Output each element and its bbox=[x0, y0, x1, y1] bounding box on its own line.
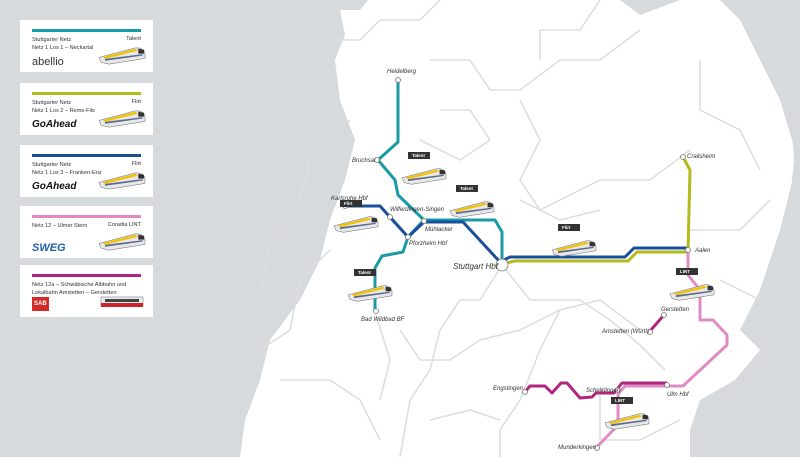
route-los2-olive bbox=[501, 156, 692, 266]
train-tag bbox=[354, 269, 376, 276]
label-gerstetten: Gerstetten bbox=[661, 307, 690, 313]
train-icon: Talent bbox=[401, 152, 447, 185]
legend-title: Netz 12 – Ulmer Stern bbox=[32, 223, 88, 229]
outside-area bbox=[720, 0, 800, 457]
train-type: Coradia LINT bbox=[107, 222, 141, 228]
train-image bbox=[100, 296, 144, 307]
label-wilferdingen: Wilferdingen-Singen bbox=[390, 207, 445, 213]
train-tag bbox=[611, 397, 633, 404]
train-icon: LINT bbox=[604, 397, 650, 430]
train-image bbox=[98, 233, 146, 251]
legend-subtitle: Netz 1 Los 1 – Neckartal bbox=[32, 45, 94, 51]
train-icon: Flirt bbox=[551, 224, 597, 257]
legend-subtitle: Netz 1 Los 3 – Franken-Enz bbox=[32, 170, 102, 176]
label-karlsruhe: Karlsruhe Hbf bbox=[331, 196, 369, 202]
train-image bbox=[98, 110, 146, 128]
line-color-bar bbox=[32, 215, 141, 218]
route-netz12a-gerstetten bbox=[648, 314, 666, 332]
legend-title: Stuttgarter Netz bbox=[32, 100, 72, 106]
train-icon: Talent bbox=[449, 185, 495, 218]
train-image bbox=[98, 47, 146, 65]
train-tag-label: Flirt bbox=[562, 225, 571, 230]
train-icon: Talent bbox=[347, 269, 393, 302]
label-crailsheim: Crailsheim bbox=[687, 154, 715, 160]
legend-subtitle: Lokalbahn Amstetten – Gerstetten bbox=[32, 290, 117, 296]
background-rail-network bbox=[259, 0, 771, 457]
label-amstetten: Amstetten (Württ) bbox=[601, 329, 649, 335]
train-tag-label: Talent bbox=[460, 186, 473, 191]
route-los1-teal-south bbox=[373, 236, 410, 310]
train-type: Flirt bbox=[131, 161, 141, 167]
label-engstingen: Engstingen bbox=[493, 386, 524, 392]
label-schelklingen: Schelklingen bbox=[586, 388, 621, 394]
route-los3-blue bbox=[345, 204, 688, 264]
train-tag-label: Flirt bbox=[344, 201, 353, 206]
legend-subtitle: Netz 1 Los 2 – Rems-Fils bbox=[32, 108, 95, 114]
operator-logo-goahead: GoAhead bbox=[32, 181, 77, 192]
line-color-bar bbox=[32, 92, 141, 95]
label-pforzheim: Pforzheim Hbf bbox=[409, 241, 448, 247]
station-markers[interactable] bbox=[342, 77, 691, 451]
land-area bbox=[240, 0, 795, 457]
line-color-bar bbox=[32, 29, 141, 32]
label-aalen: Aalen bbox=[694, 248, 711, 254]
train-tag-label: Talent bbox=[358, 270, 371, 275]
label-ulm: Ulm Hbf bbox=[667, 392, 690, 398]
train-tag-label: Talent bbox=[412, 153, 425, 158]
train-tag bbox=[408, 152, 430, 159]
legend-title: Stuttgarter Netz bbox=[32, 162, 72, 168]
operator-logo-abellio: abellio bbox=[32, 56, 64, 68]
train-tag bbox=[456, 185, 478, 192]
route-netz12a-magenta bbox=[523, 381, 667, 400]
operator-logo-sab: SAB bbox=[32, 297, 49, 311]
train-tag-label: LINT bbox=[615, 398, 625, 403]
legend-card: Netz 12 – Ulmer Stern Coradia LINT SWEG bbox=[20, 206, 153, 258]
train-type: Talent bbox=[126, 36, 141, 42]
train-tag bbox=[340, 200, 362, 207]
train-icon: Flirt bbox=[333, 200, 379, 233]
train-icon: LINT bbox=[669, 268, 715, 301]
operator-logo-sweg: SWEG bbox=[32, 242, 66, 254]
label-muehlacker: Mühlacker bbox=[425, 227, 454, 233]
label-munderkingen: Munderkingen bbox=[558, 445, 597, 451]
train-tag bbox=[676, 268, 698, 275]
station-labels: Heidelberg Bruchsal Karlsruhe Hbf Wilfer… bbox=[331, 69, 715, 451]
line-color-bar bbox=[32, 154, 141, 157]
operator-logo-goahead: GoAhead bbox=[32, 119, 77, 130]
label-bad-wildbad: Bad Wildbad BF bbox=[361, 317, 405, 323]
route-los1-teal bbox=[376, 80, 504, 265]
train-image bbox=[98, 172, 146, 190]
legend-title: Stuttgarter Netz bbox=[32, 37, 72, 43]
label-heidelberg: Heidelberg bbox=[387, 69, 417, 75]
label-stuttgart: Stuttgart Hbf bbox=[453, 262, 499, 271]
train-tag-label: LINT bbox=[680, 269, 690, 274]
train-type: Flirt bbox=[131, 99, 141, 105]
legend-title: Netz 12a – Schwäbische Albbahn und bbox=[32, 282, 127, 288]
label-bruchsal: Bruchsal bbox=[352, 158, 376, 164]
train-tag bbox=[558, 224, 580, 231]
line-color-bar bbox=[32, 274, 141, 277]
